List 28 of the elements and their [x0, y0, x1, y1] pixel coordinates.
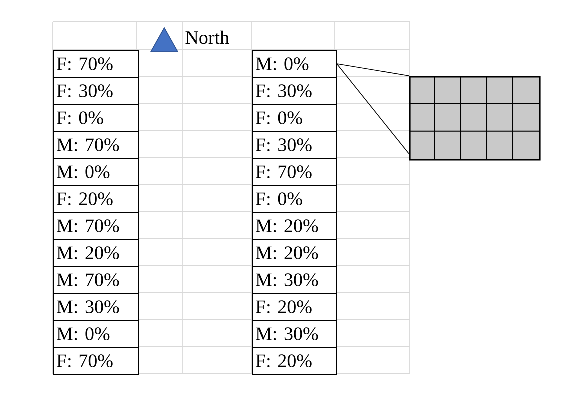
bordered-cell: M: 70%: [53, 212, 139, 240]
bordered-cell: M: 0%: [252, 50, 337, 78]
leader-line: [336, 64, 410, 154]
direction-label: North: [186, 30, 230, 44]
bordered-cell: M: 20%: [252, 212, 337, 240]
bordered-cell: M: 70%: [53, 131, 139, 159]
bordered-cell: F: 70%: [53, 50, 139, 78]
bordered-cell: F: 30%: [252, 77, 337, 105]
bordered-cell: M: 20%: [252, 239, 337, 267]
bordered-cell: F: 20%: [252, 347, 337, 375]
bordered-cell: F: 20%: [53, 185, 139, 213]
bordered-cell: F: 70%: [53, 347, 139, 375]
bordered-cell: F: 70%: [252, 158, 337, 186]
bordered-cell: M: 30%: [53, 293, 139, 321]
bordered-cell: M: 20%: [53, 239, 139, 267]
bordered-cell: M: 0%: [53, 320, 139, 348]
bordered-cell: M: 30%: [252, 266, 337, 294]
bordered-cell: M: 70%: [53, 266, 139, 294]
bordered-cell: M: 30%: [252, 320, 337, 348]
bordered-cell: F: 30%: [252, 131, 337, 159]
leader-line: [336, 64, 410, 76]
grid-inset: [408, 76, 541, 161]
bordered-cell: M: 0%: [53, 158, 139, 186]
bordered-cell: F: 20%: [252, 293, 337, 321]
bordered-cell: F: 0%: [252, 185, 337, 213]
bordered-cell: F: 0%: [252, 104, 337, 132]
bordered-cell: F: 0%: [53, 104, 139, 132]
bordered-cell: F: 30%: [53, 77, 139, 105]
